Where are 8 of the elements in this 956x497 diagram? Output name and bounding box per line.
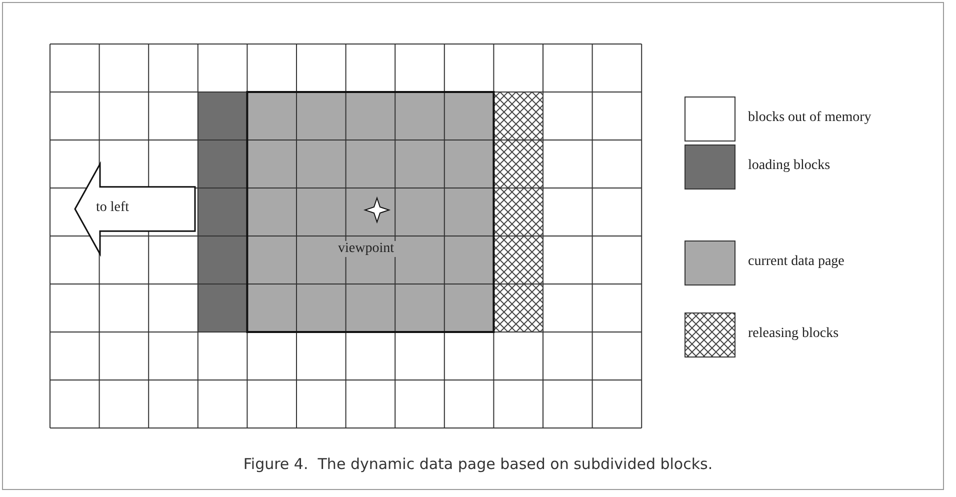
legend-label: releasing blocks [748,326,839,342]
figure-caption: Figure 4. The dynamic data page based on subdivided blocks. [242,455,714,473]
legend-label: blocks out of memory [748,110,872,126]
viewpoint-label: viewpoint [336,241,396,257]
left-arrow-shape [74,163,196,255]
legend-label: loading blocks [748,158,830,174]
arrow-label: to left [96,200,130,216]
legend-label: current data page [748,254,844,270]
